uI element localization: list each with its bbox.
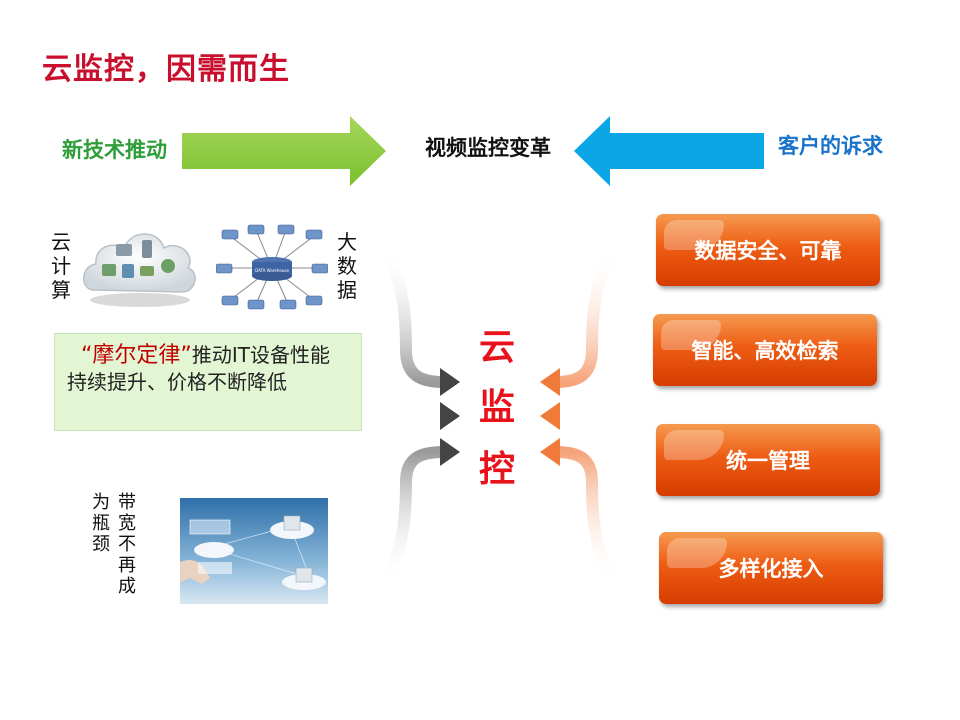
center-char-2: 监 <box>478 387 515 428</box>
big-data-label: 大数据 <box>337 230 357 302</box>
need-search-box: 智能、高效检索 <box>653 314 877 386</box>
customer-needs-label: 客户的诉求 <box>778 134 883 158</box>
center-char-1: 云 <box>478 327 515 368</box>
left-arrow-blue <box>574 116 764 186</box>
page-title: 云监控，因需而生 <box>42 52 290 87</box>
converging-arrows <box>360 245 638 587</box>
moore-law-name: 摩尔定律 <box>92 343 181 368</box>
cloud-computing-label: 云计算 <box>51 230 71 302</box>
need-access-box: 多样化接入 <box>659 532 883 604</box>
bandwidth-label-col2: 带宽不再成 <box>118 492 136 597</box>
db-label: DATA Warehouse <box>255 268 289 273</box>
big-data-diagram: DATA Warehouse <box>216 224 328 310</box>
quote-open: “ <box>81 343 93 368</box>
quote-close: ” <box>180 343 192 368</box>
bandwidth-label-col1: 为瓶颈 <box>92 492 110 555</box>
center-char-3: 控 <box>478 449 515 490</box>
moore-law-box: “摩尔定律”推动IT设备性能持续提升、价格不断降低 <box>54 333 362 431</box>
need-management-box: 统一管理 <box>656 424 880 496</box>
new-tech-label: 新技术推动 <box>62 138 167 162</box>
cloud-computing-image <box>83 233 196 307</box>
moore-law-text: 推动IT设备性能持续提升、价格不断降低 <box>67 343 330 394</box>
cloud-touch-image <box>180 498 328 604</box>
right-arrow-green <box>182 116 386 186</box>
video-change-label: 视频监控变革 <box>425 136 551 160</box>
need-security-box: 数据安全、可靠 <box>656 214 880 286</box>
